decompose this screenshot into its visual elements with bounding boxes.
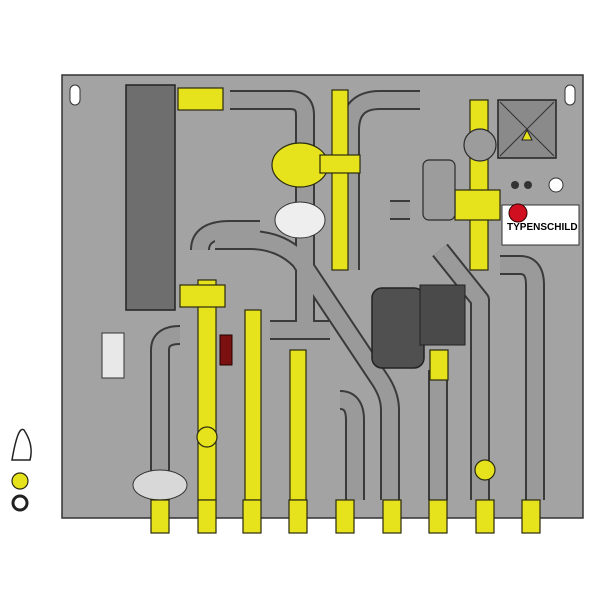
seal-ring xyxy=(11,494,29,512)
ball-valve-handle xyxy=(219,334,233,366)
gauge xyxy=(463,128,497,162)
bottom-connections xyxy=(150,499,541,534)
thermostatic-head xyxy=(274,201,326,239)
type-plate-label: TYPENSCHILD xyxy=(507,222,578,233)
actuator xyxy=(422,159,456,221)
keyhole-right-icon xyxy=(564,84,576,106)
warning-icon xyxy=(521,128,533,141)
keyhole-left-icon xyxy=(69,84,81,106)
circulation-pump xyxy=(371,287,425,369)
sensor-head xyxy=(132,469,188,501)
indicator-dot xyxy=(524,181,532,189)
brass-fittings xyxy=(177,87,501,501)
indicator-dot xyxy=(511,181,519,189)
loose-fitting xyxy=(11,472,29,490)
pipes xyxy=(150,90,545,500)
cable-tie xyxy=(11,428,32,461)
red-valve-handle xyxy=(508,203,528,223)
plate-heat-exchanger xyxy=(125,84,176,311)
bracket xyxy=(101,332,125,379)
indicator-lamp xyxy=(548,177,564,193)
pump-housing xyxy=(419,284,466,346)
